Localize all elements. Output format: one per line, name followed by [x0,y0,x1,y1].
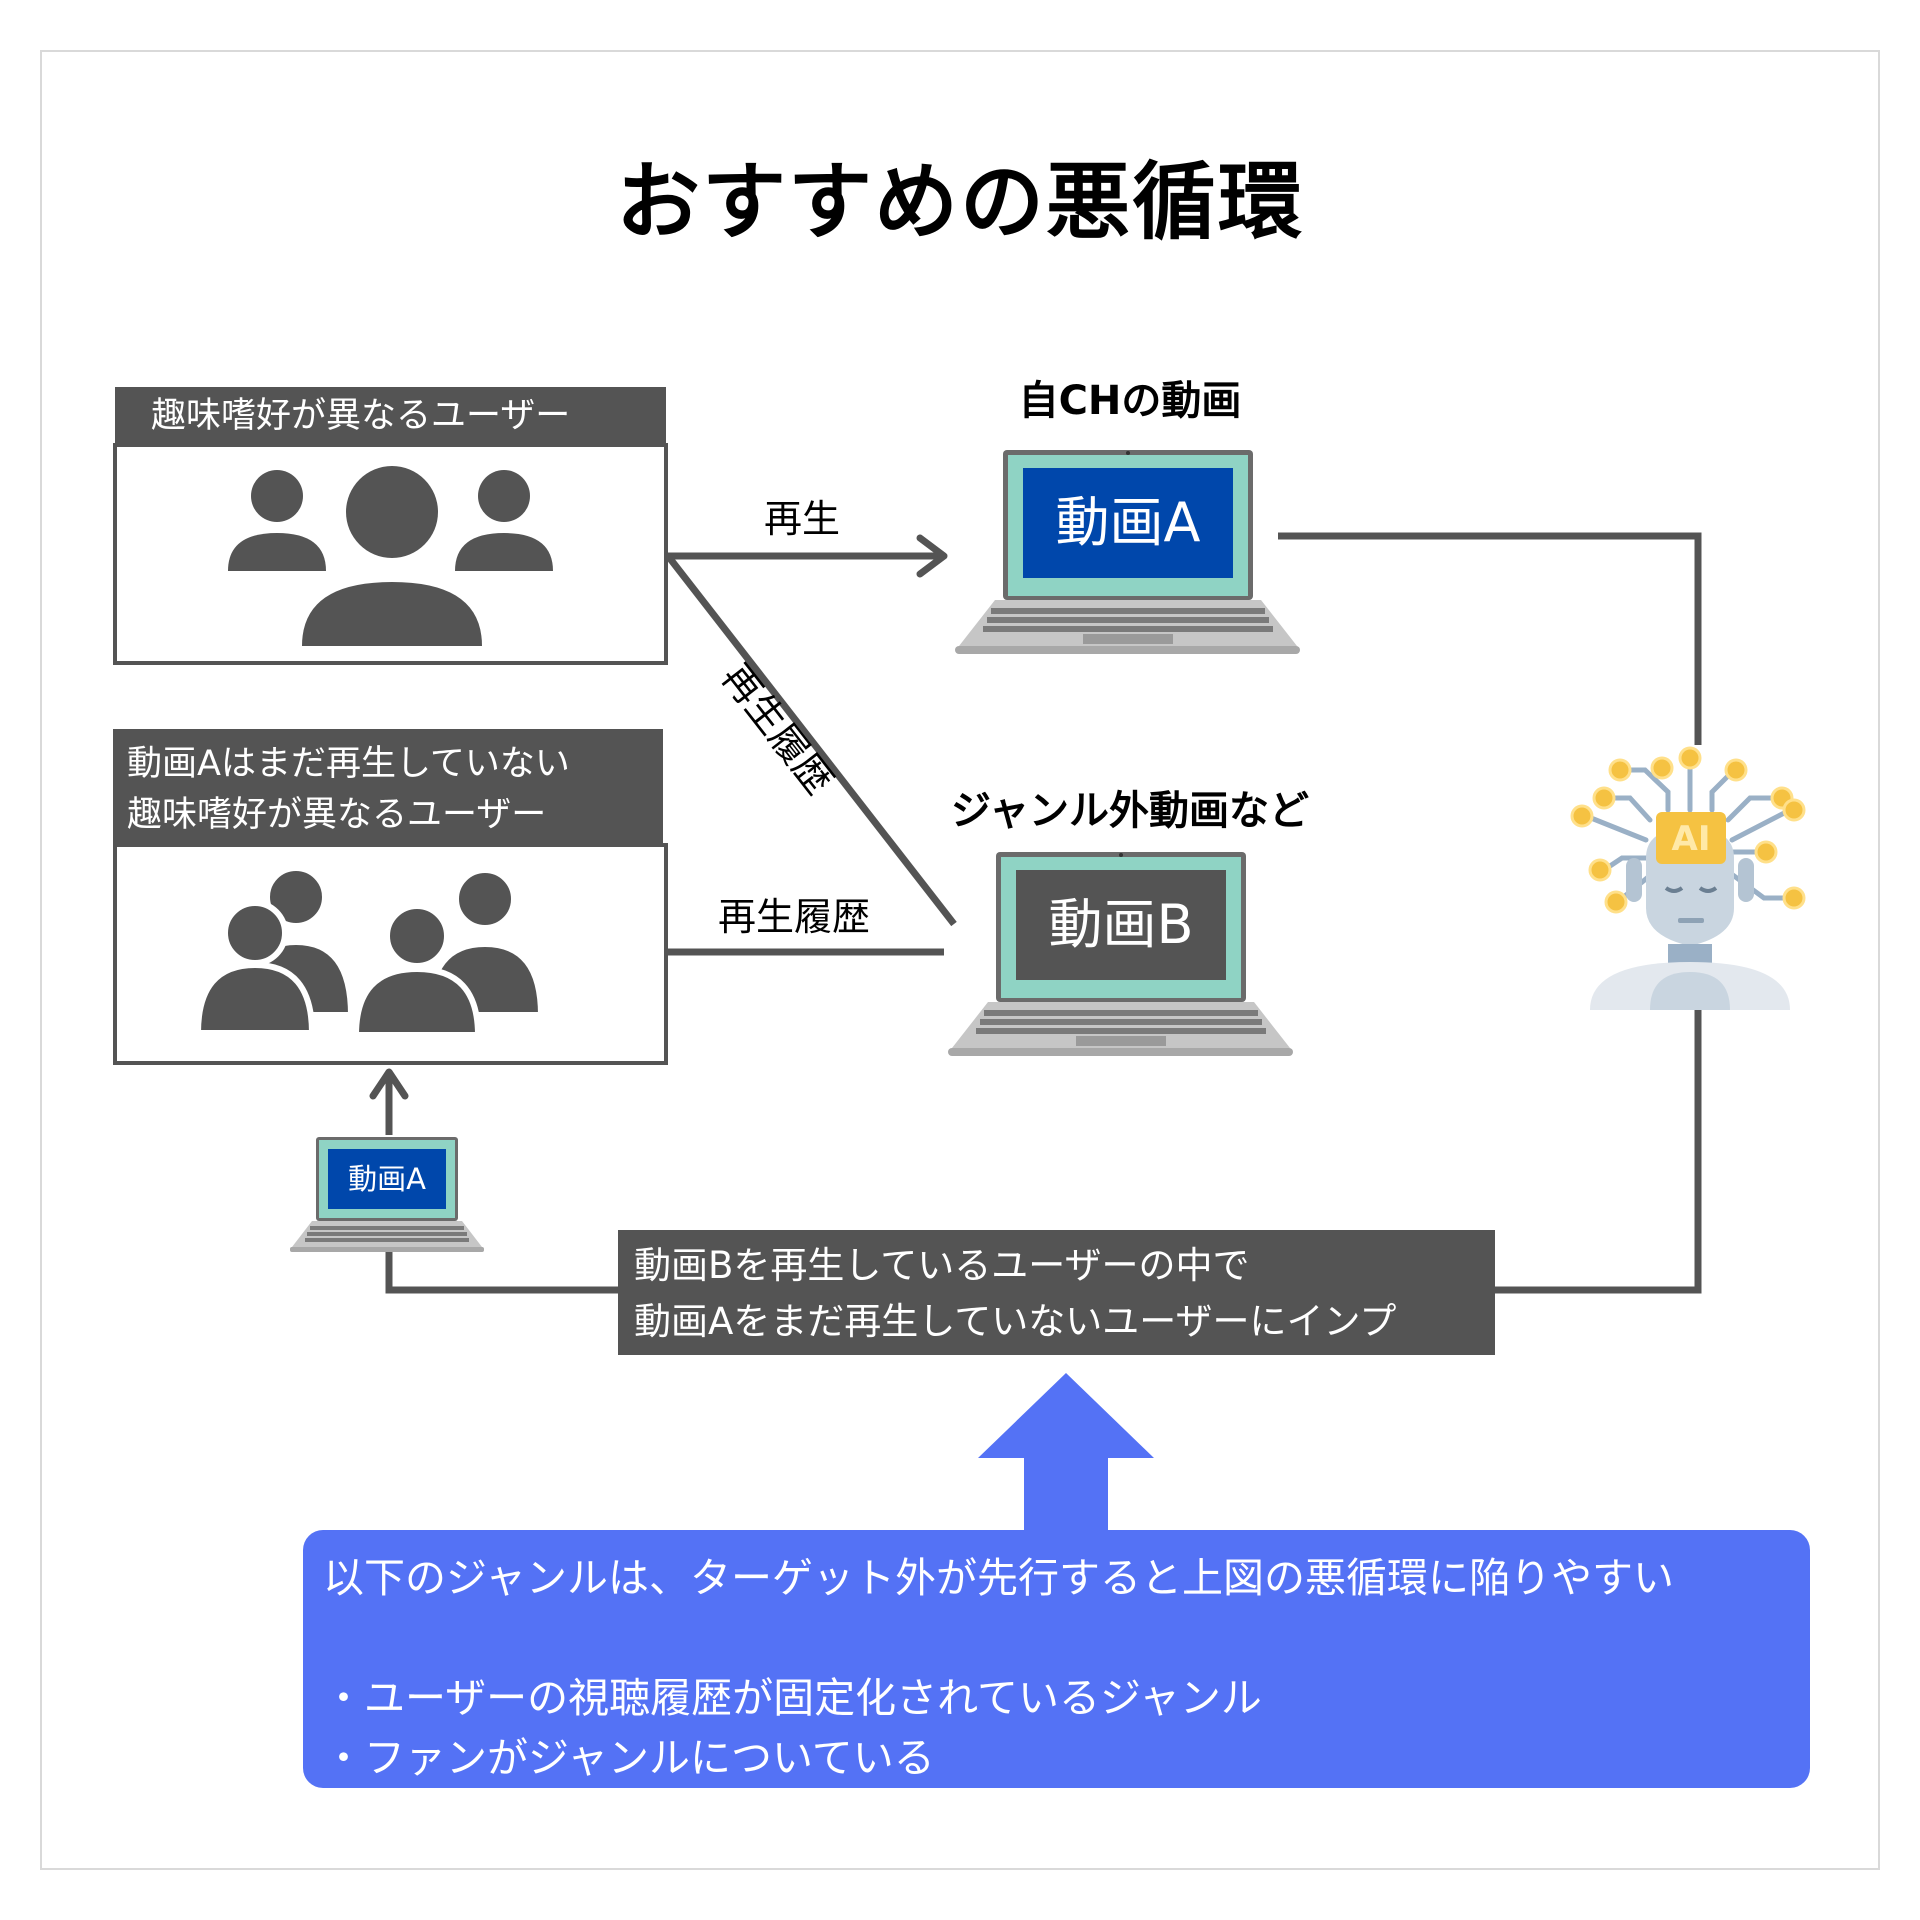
impression-to-laptop-line [385,1245,618,1294]
play-label: 再生 [764,497,841,541]
laptop-to-group2-arrow-head [369,1068,409,1100]
play-arrow-head [916,534,948,578]
video-b-caption: ジャンル外動画など [951,788,1309,834]
video-a-laptop: 動画A [955,450,1300,656]
ai-badge: AI [1671,819,1711,859]
impression-line1: 動画Bを再生しているユーザーの中で [634,1244,1250,1287]
ai-head: AI [1550,740,1850,1010]
ai-brain-icon [1570,746,1806,1010]
video-a-screen-label: 動画A [1055,491,1201,554]
note-heading: 以下のジャンルは、ターゲット外が先行すると上図の悪循環に陥りやすい [323,1554,1674,1602]
ai-to-impression-line [1495,1008,1702,1294]
video-a-to-ai-line [1278,532,1702,745]
group2-header-line1: 動画Aはまだ再生していない [127,744,570,784]
small-laptop-screen-label: 動画A [348,1162,426,1196]
up-arrow [978,1373,1154,1533]
note-spacer [323,1608,1790,1668]
users-icon [194,865,545,1038]
history-diagonal-line [665,553,957,927]
user-group-icon [228,466,553,646]
laptop-icon [955,450,1300,654]
video-b-screen-label: 動画B [1048,893,1194,956]
video-b-laptop: 動画B [948,852,1293,1058]
impression-box: 動画Bを再生しているユーザーの中で 動画Aをまだ再生していないユーザーにインプ [618,1230,1495,1355]
video-a-caption: 自CHの動画 [1018,378,1242,424]
impression-line2: 動画Aをまだ再生していないユーザーにインプ [634,1300,1397,1343]
diagram-frame [40,50,1880,1870]
laptop-icon [290,1137,484,1252]
small-laptop: 動画A [290,1137,484,1253]
history-label: 再生履歴 [718,895,871,939]
group1-header: 趣味嗜好が異なるユーザー [115,387,666,445]
group1-box [113,443,668,665]
group2-box [113,843,668,1065]
note-box: 以下のジャンルは、ターゲット外が先行すると上図の悪循環に陥りやすい ・ユーザーの… [303,1530,1810,1788]
diagram-title: おすすめの悪循環 [615,153,1304,251]
note-bullet-1: ・ユーザーの視聴履歴が固定化されているジャンル [323,1674,1262,1722]
group2-header-line2: 趣味嗜好が異なるユーザー [127,795,547,835]
group2-header: 動画Aはまだ再生していない 趣味嗜好が異なるユーザー [113,729,663,847]
note-bullet-2: ・ファンがジャンルについている [323,1734,935,1782]
laptop-icon [948,852,1293,1056]
